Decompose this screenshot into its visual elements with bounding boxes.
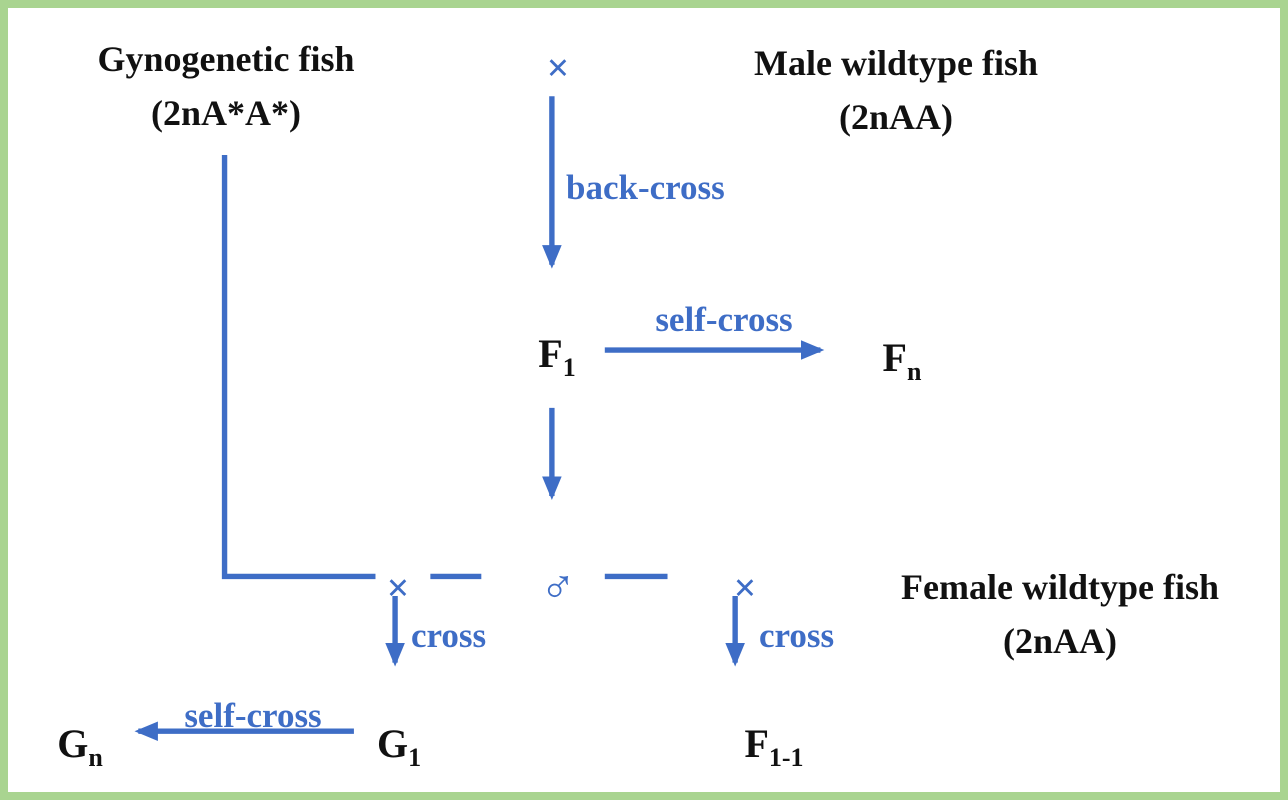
cross-right-label: cross — [759, 616, 835, 655]
generation-gn: Gn — [57, 724, 103, 771]
cross-left-label: cross — [411, 616, 487, 655]
fn-base: F — [882, 335, 907, 380]
f1-base: F — [538, 331, 563, 376]
cross-symbol-right: × — [733, 565, 757, 610]
female-wildtype-genotype: (2nAA) — [1002, 621, 1117, 661]
gn-subscript: n — [88, 743, 103, 772]
self-cross-bottom-label: self-cross — [184, 696, 322, 735]
gn-base: G — [57, 721, 89, 766]
arrow-layer — [134, 96, 825, 742]
cross-symbol-top: × — [546, 45, 570, 90]
gynogenetic-fish-name: Gynogenetic fish — [97, 39, 355, 79]
generation-fn: Fn — [883, 338, 922, 385]
node-gynogenetic-fish: Gynogenetic fish (2nA*A*) — [98, 32, 355, 140]
gynogenetic-fish-genotype: (2nA*A*) — [151, 93, 301, 133]
generation-g1: G1 — [377, 724, 421, 771]
male-sign-icon: ♂ — [540, 561, 576, 614]
f1-subscript: 1 — [562, 353, 576, 382]
node-male-wildtype-fish: Male wildtype fish (2nAA) — [754, 36, 1038, 144]
gynogenetic-connector-line — [221, 155, 376, 580]
male-wildtype-name: Male wildtype fish — [754, 43, 1038, 83]
f1-1-base: F — [744, 721, 769, 766]
g1-subscript: 1 — [408, 743, 422, 772]
cross-symbol-left: × — [386, 565, 410, 610]
f1-1-subscript: 1-1 — [768, 743, 804, 772]
generation-f1: F1 — [538, 334, 575, 381]
generation-f1-1: F1-1 — [744, 724, 803, 771]
self-cross-top-label: self-cross — [655, 300, 793, 339]
fn-subscript: n — [906, 357, 922, 386]
female-wildtype-name: Female wildtype fish — [901, 567, 1219, 607]
back-cross-label: back-cross — [566, 168, 725, 207]
male-wildtype-genotype: (2nAA) — [839, 97, 953, 137]
node-female-wildtype-fish: Female wildtype fish (2nAA) — [901, 560, 1219, 668]
g1-base: G — [376, 721, 409, 766]
